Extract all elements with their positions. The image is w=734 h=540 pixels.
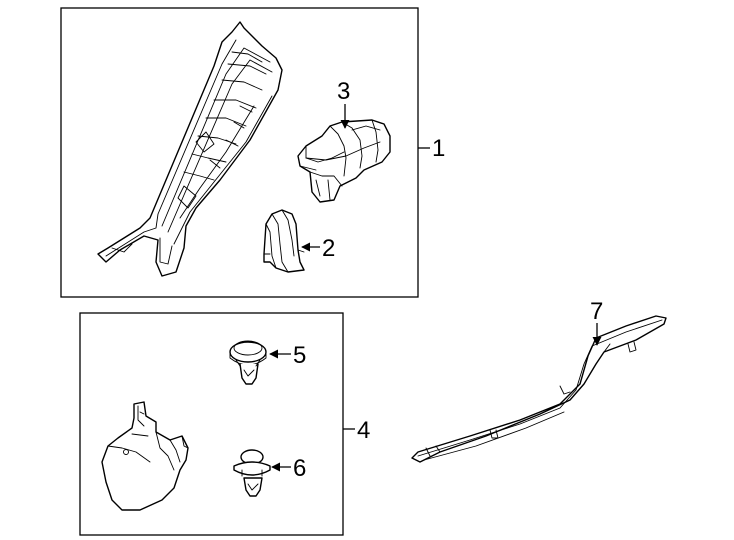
group-box-lower (79, 312, 344, 536)
group-box-upper (60, 7, 419, 298)
callout-5: 5 (293, 342, 306, 369)
push-pin (229, 340, 267, 385)
retainer-clip (263, 209, 305, 273)
sill-plate (411, 315, 667, 463)
callout-4: 4 (357, 417, 370, 444)
clip-housing (297, 119, 391, 203)
callout-3: 3 (337, 78, 350, 105)
callout-6: 6 (293, 455, 306, 482)
pillar-trim-panel (97, 21, 283, 277)
callout-1: 1 (432, 135, 445, 162)
callout-7: 7 (590, 298, 603, 325)
lower-trim-cover (101, 401, 189, 511)
callout-2: 2 (322, 235, 335, 262)
push-fastener (233, 449, 271, 497)
